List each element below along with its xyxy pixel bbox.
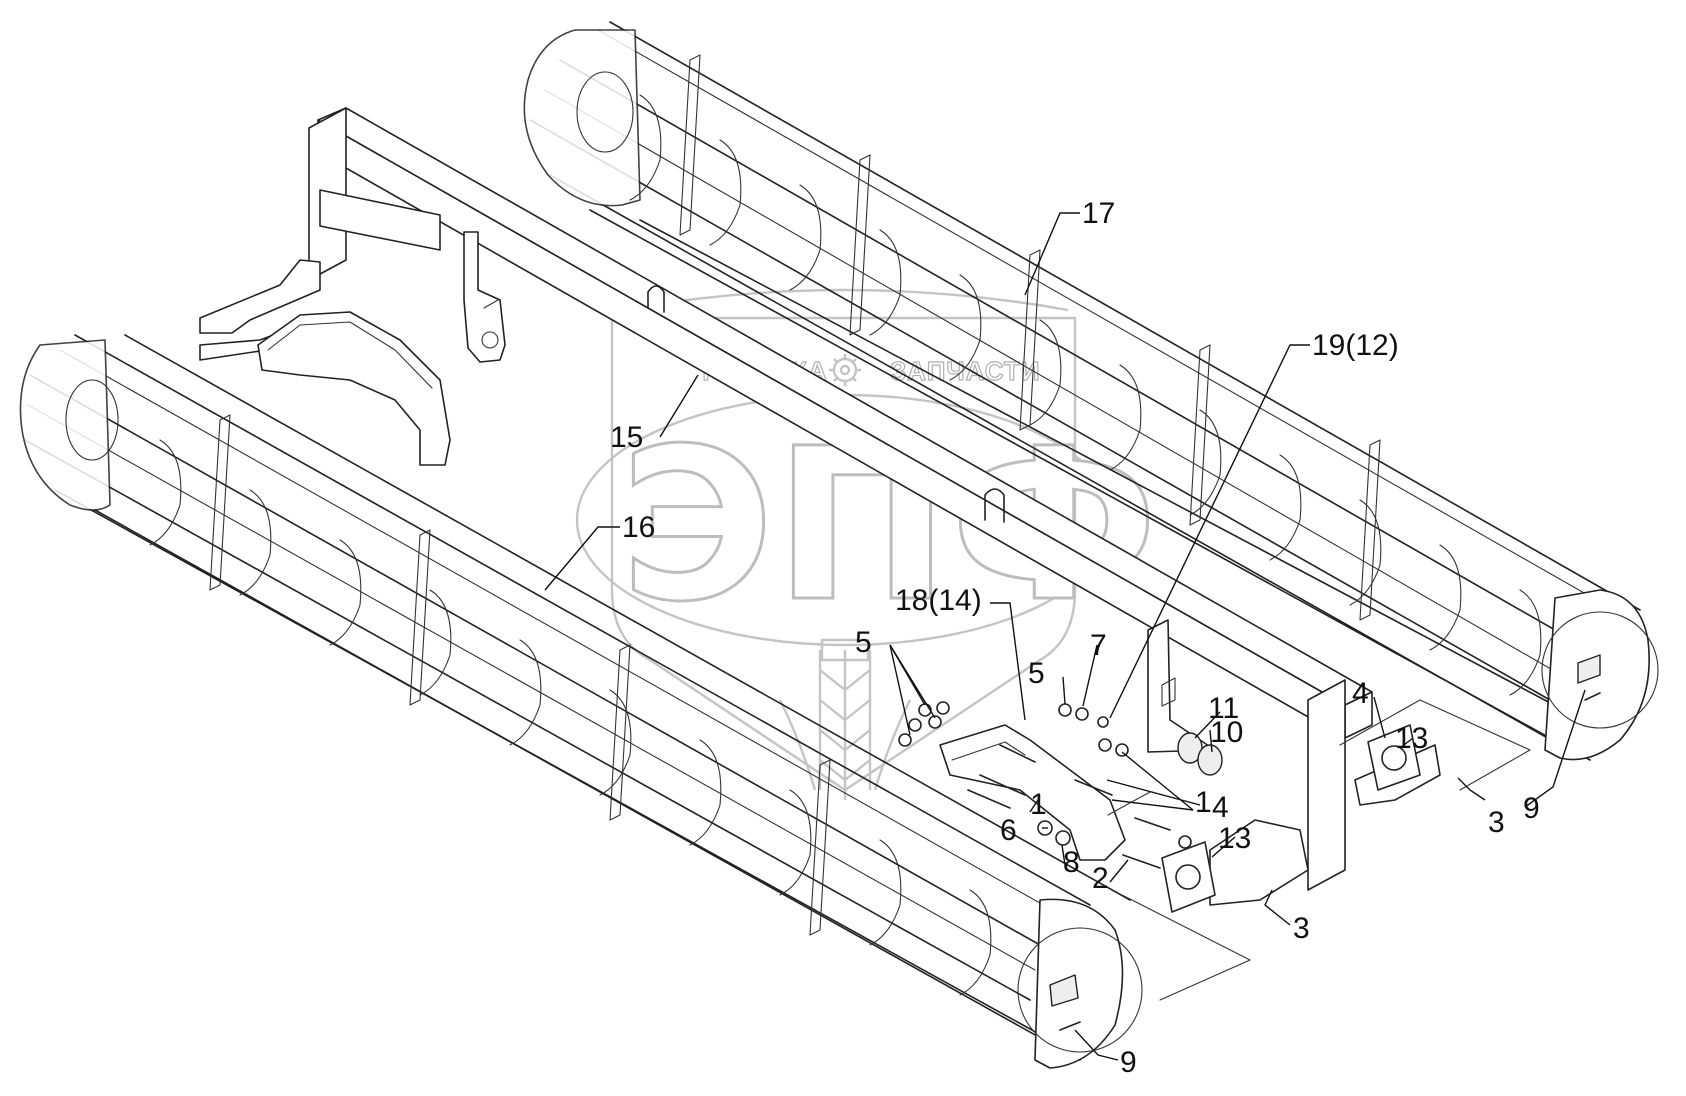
callout-4-right: 4 bbox=[1352, 677, 1369, 710]
roller-upper bbox=[523, 21, 1659, 761]
callout-13-center: 13 bbox=[1218, 822, 1251, 855]
callout-1-left: 1 bbox=[1030, 788, 1047, 821]
wheat-ear-icon bbox=[778, 638, 912, 800]
callout-9-right: 9 bbox=[1523, 792, 1540, 825]
gear-icon bbox=[829, 354, 861, 386]
callout-11: 11 bbox=[1208, 692, 1239, 725]
callout-17: 17 bbox=[1082, 197, 1115, 230]
frame-assembly bbox=[199, 107, 1441, 906]
callout-18-14: 18(14) bbox=[895, 584, 982, 617]
callout-1-right: 1 bbox=[1195, 786, 1212, 819]
callout-5-right: 5 bbox=[1028, 657, 1045, 690]
callout-10: 10 bbox=[1210, 716, 1243, 749]
callout-8: 8 bbox=[1063, 846, 1080, 879]
hardware-parts bbox=[898, 699, 1531, 1001]
callout-4-center: 4 bbox=[1212, 791, 1229, 824]
callout-6: 6 bbox=[1000, 814, 1017, 847]
callout-19-12: 19(12) bbox=[1312, 329, 1399, 362]
callout-9-bottom: 9 bbox=[1120, 1046, 1137, 1079]
callout-3-right: 3 bbox=[1488, 806, 1505, 839]
callout-15: 15 bbox=[610, 421, 643, 454]
leader-lines bbox=[544, 212, 1586, 1061]
callout-3-center: 3 bbox=[1293, 912, 1310, 945]
callout-16: 16 bbox=[622, 511, 655, 544]
callout-labels: 17 19(12) 15 16 18(14) 5 5 7 11 10 4 13 … bbox=[610, 197, 1540, 1079]
watermark-text-right: ЗАПЧАСТИ bbox=[890, 356, 1041, 386]
callout-7: 7 bbox=[1090, 629, 1107, 662]
callout-5-left: 5 bbox=[855, 626, 872, 659]
callout-13-right: 13 bbox=[1395, 722, 1428, 755]
roller-lower bbox=[19, 334, 1143, 1069]
callout-2: 2 bbox=[1092, 862, 1109, 895]
